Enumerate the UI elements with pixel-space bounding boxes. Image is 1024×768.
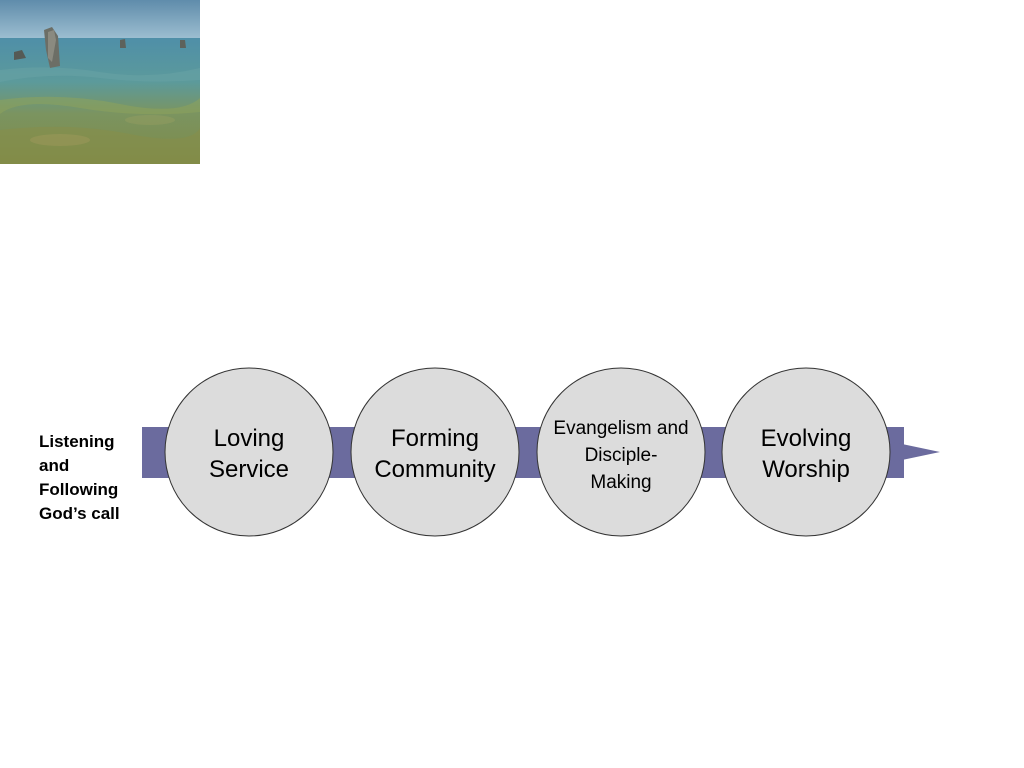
stage-label-line: Evolving (761, 425, 852, 452)
seascape-image (0, 0, 200, 164)
stage-label-line: Service (209, 456, 289, 483)
stage-circle (536, 367, 706, 537)
stage-label-line: Forming (391, 425, 479, 452)
stages-group: LovingServiceFormingCommunityEvangelism … (164, 367, 891, 537)
stage-circle (350, 367, 520, 537)
stage-label-line: Community (374, 456, 495, 483)
stage-circle (721, 367, 891, 537)
stage-label-line: Making (590, 472, 651, 493)
side-label: Listening and Following God’s call (39, 432, 120, 523)
stage-label-line: Disciple- (585, 445, 658, 466)
arrow-head (878, 439, 940, 465)
stage-label-line: Evangelism and (553, 418, 688, 439)
stage-label-line: Loving (214, 425, 285, 452)
stage-label-line: Worship (762, 456, 850, 483)
stage-circle (164, 367, 334, 537)
